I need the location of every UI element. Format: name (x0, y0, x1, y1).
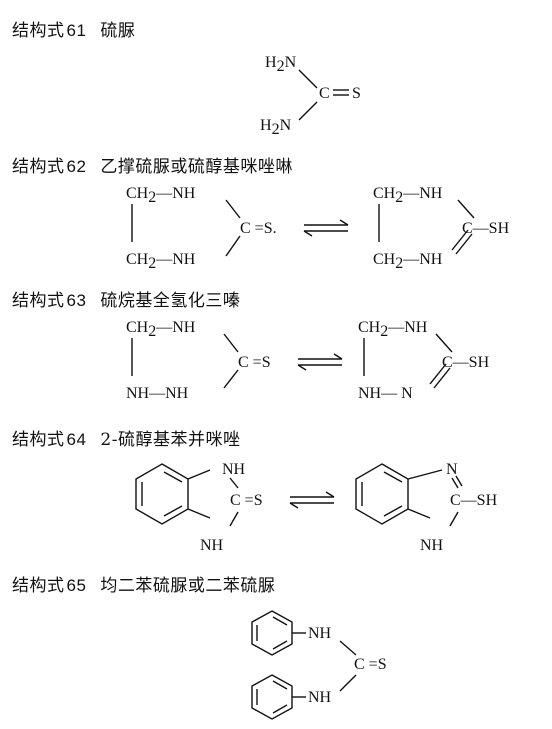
svg-text:S: S (352, 85, 361, 102)
svg-text:N: N (446, 461, 458, 478)
heading-number: 62 (66, 157, 87, 176)
compound-name: 2-硫醇基苯并咪唑 (100, 430, 241, 450)
heading-number: 61 (66, 21, 87, 40)
svg-text:CH2—NH: CH2—NH (126, 319, 196, 340)
svg-text:C—SH: C—SH (450, 492, 498, 509)
heading-number: 64 (66, 430, 87, 449)
structure-62-ethylene-thiourea: CH2—NH CH2—NH C =S. CH2—NH CH2—NH C—SH (126, 185, 510, 272)
svg-text:H2N: H2N (265, 54, 297, 75)
compound-name: 硫脲 (100, 21, 136, 41)
svg-text:CH2—NH: CH2—NH (358, 319, 428, 340)
equilibrium-arrow (289, 491, 335, 509)
svg-text:NH— N: NH— N (358, 385, 413, 402)
svg-text:NH: NH (308, 689, 332, 706)
svg-text:NH—NH: NH—NH (126, 385, 189, 402)
compound-name: 乙撑硫脲或硫醇基咪唑啉 (100, 157, 293, 177)
heading-number: 65 (66, 576, 87, 595)
svg-text:NH: NH (222, 461, 246, 478)
structure-63-triazine: CH2—NH NH—NH C =S CH2—NH NH— N C—SH (126, 319, 490, 402)
svg-text:CH2—NH: CH2—NH (126, 185, 196, 206)
heading-number: 63 (66, 291, 87, 310)
svg-text:C =S.: C =S. (240, 220, 277, 237)
heading-prefix: 结构式 (12, 576, 65, 596)
svg-text:CH2—NH: CH2—NH (373, 251, 443, 272)
svg-text:C =S: C =S (238, 354, 271, 371)
svg-text:C—SH: C—SH (442, 354, 490, 371)
svg-text:C—SH: C—SH (462, 220, 510, 237)
heading-prefix: 结构式 (12, 430, 65, 450)
svg-text:H2N: H2N (260, 117, 292, 138)
compound-name: 硫烷基全氢化三嗪 (100, 291, 241, 311)
compound-name: 均二苯硫脲或二苯硫脲 (100, 576, 276, 596)
heading-prefix: 结构式 (12, 157, 65, 177)
svg-text:NH: NH (308, 625, 332, 642)
svg-text:C =S: C =S (354, 656, 387, 673)
heading-prefix: 结构式 (12, 21, 65, 41)
svg-text:C: C (319, 85, 330, 102)
svg-text:C =S: C =S (230, 492, 263, 509)
structure-64-mercaptobenzimidazole: NH C =S NH N C—SH NH (135, 461, 498, 554)
structure-65-diphenylthiourea: NH C =S NH (251, 610, 387, 720)
equilibrium-arrow (297, 353, 343, 371)
equilibrium-arrow (303, 219, 349, 237)
svg-text:CH2—NH: CH2—NH (126, 251, 196, 272)
heading-prefix: 结构式 (12, 291, 65, 311)
svg-text:NH: NH (420, 537, 444, 554)
structure-61-thiourea: H2N C S H2N (260, 54, 361, 138)
svg-text:NH: NH (200, 537, 224, 554)
svg-text:CH2—NH: CH2—NH (373, 185, 443, 206)
